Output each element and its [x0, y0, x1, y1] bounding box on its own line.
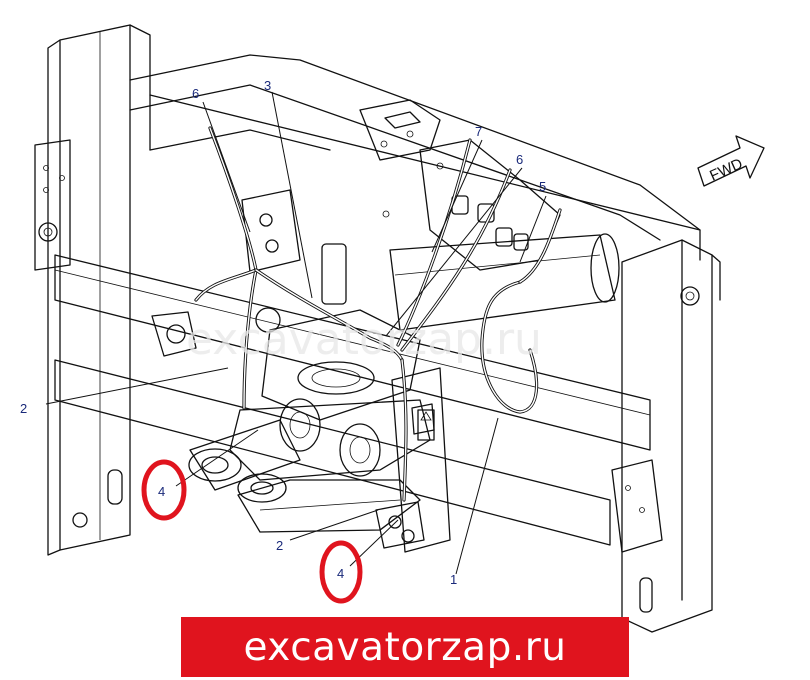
right-mast-upright — [611, 239, 721, 633]
highlight-ring-bottom — [319, 540, 363, 604]
callout-3: 3 — [264, 78, 271, 93]
highlight-rings — [141, 459, 363, 604]
callout-2-bottom: 2 — [276, 538, 283, 553]
leader-lines — [45, 91, 547, 575]
fwd-label: FWD — [707, 155, 745, 184]
carriage-frame — [129, 54, 701, 241]
callout-6-right: 6 — [516, 152, 523, 167]
callout-5: 5 — [539, 179, 546, 194]
site-banner: excavatorzap.ru — [181, 617, 629, 677]
callout-numbers: 6 3 7 6 5 2 2 4 4 1 — [20, 78, 546, 587]
callout-4-left: 4 — [158, 484, 165, 499]
pivot-eye-ends — [188, 419, 301, 503]
tilt-mechanism — [229, 398, 431, 533]
callout-4-bottom: 4 — [337, 566, 344, 581]
callout-6-left: 6 — [192, 86, 199, 101]
watermark-text: excavatorzap.ru — [186, 314, 542, 365]
tilt-cylinder-body — [255, 243, 421, 421]
hydraulic-hoses — [194, 126, 562, 502]
callout-2-left: 2 — [20, 401, 27, 416]
cross-bars — [54, 94, 701, 546]
callout-1: 1 — [450, 572, 457, 587]
highlight-ring-left — [141, 459, 187, 521]
fwd-direction-arrow: FWD — [697, 135, 765, 187]
warning-decal — [417, 409, 435, 441]
left-cylinder-mount — [151, 189, 301, 357]
left-mast-upright — [34, 24, 151, 556]
callout-7: 7 — [475, 124, 482, 139]
